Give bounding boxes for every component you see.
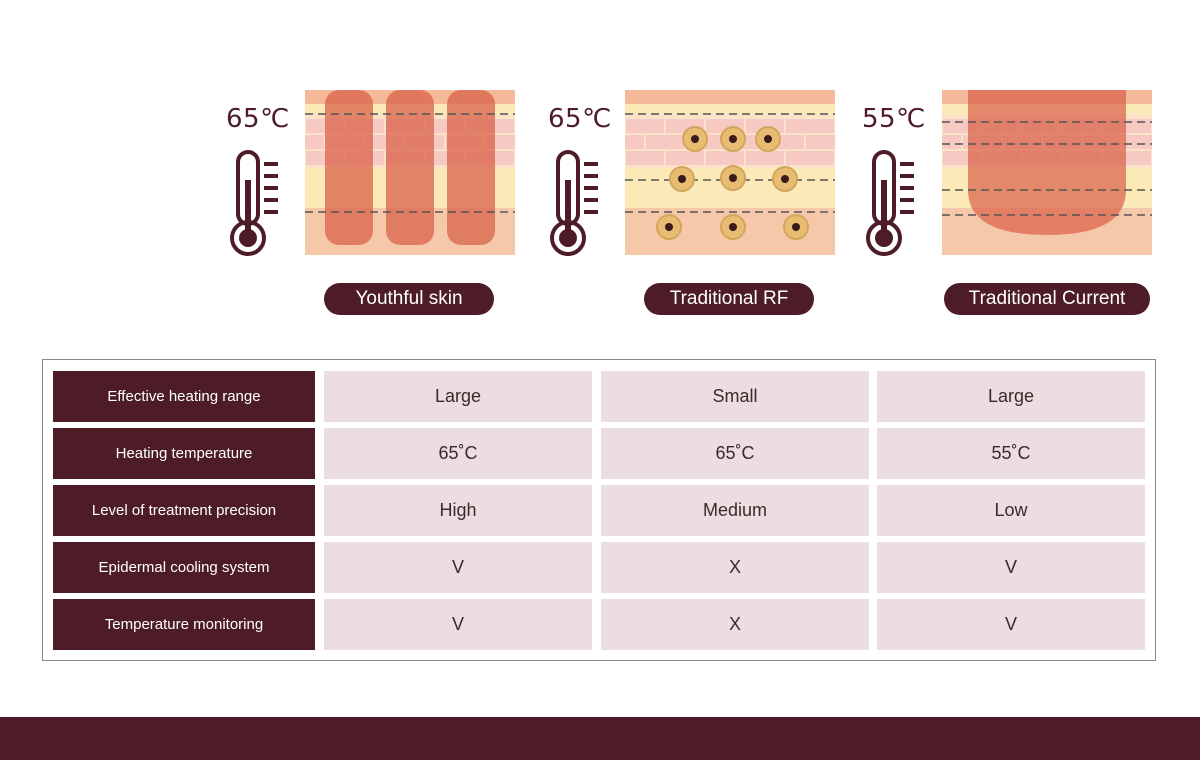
thermometer-icon: [866, 150, 918, 263]
temperature-label: 55℃: [862, 104, 926, 134]
thermometer-icon: [230, 150, 282, 263]
row-header: Heating temperature: [53, 428, 315, 479]
temperature-label: 65℃: [548, 104, 612, 134]
table-cell: Medium: [601, 485, 869, 536]
table-cell: 55˚C: [877, 428, 1145, 479]
table-cell: Low: [877, 485, 1145, 536]
table-cell: 65˚C: [601, 428, 869, 479]
skin-diagram-broad: [942, 90, 1152, 255]
panel-traditional-rf: 65℃: [400, 0, 835, 330]
row-header: Level of treatment precision: [53, 485, 315, 536]
label-pill: Youthful skin: [324, 283, 494, 315]
row-header: Temperature monitoring: [53, 599, 315, 650]
temperature-label: 65℃: [226, 104, 290, 134]
skin-diagram-columns: [305, 90, 515, 255]
table-cell: Large: [324, 371, 592, 422]
table-cell: X: [601, 542, 869, 593]
table-cell: Small: [601, 371, 869, 422]
table-cell: V: [324, 599, 592, 650]
skin-diagram-points: [625, 90, 835, 255]
label-pill: Traditional RF: [644, 283, 814, 315]
table-cell: V: [877, 599, 1145, 650]
table-cell: High: [324, 485, 592, 536]
table-cell: Large: [877, 371, 1145, 422]
comparison-table: Effective heating range Large Small Larg…: [42, 359, 1156, 661]
footer-bar: [0, 717, 1200, 760]
table-cell: 65˚C: [324, 428, 592, 479]
row-header: Epidermal cooling system: [53, 542, 315, 593]
table-cell: V: [324, 542, 592, 593]
row-header: Effective heating range: [53, 371, 315, 422]
table-cell: X: [601, 599, 869, 650]
panel-traditional-current: 55℃: [820, 0, 1200, 330]
thermometer-icon: [550, 150, 602, 263]
label-pill: Traditional Current: [944, 283, 1150, 315]
panel-youthful-skin: 65℃: [0, 0, 515, 330]
table-cell: V: [877, 542, 1145, 593]
